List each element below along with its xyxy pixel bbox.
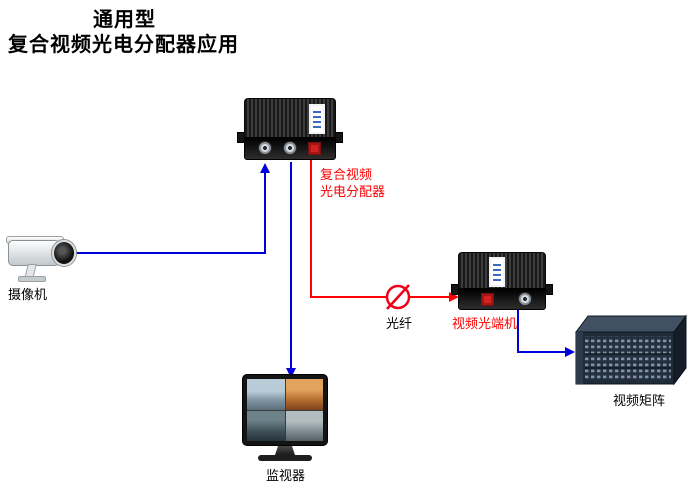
title-line-1: 通用型 bbox=[93, 9, 156, 31]
diagram-title: 通用型 复合视频光电分配器应用 bbox=[8, 8, 239, 58]
matrix-rack-ear bbox=[576, 332, 583, 384]
camera-lens bbox=[52, 240, 76, 266]
arrow-into-monitor bbox=[286, 368, 296, 378]
monitor-frame bbox=[242, 374, 328, 446]
fiber-label: 光纤 bbox=[386, 316, 413, 331]
splitter-heatsink bbox=[244, 98, 336, 142]
matrix-chassis bbox=[575, 314, 687, 386]
camera-feed-4 bbox=[285, 410, 323, 441]
terminal-heatsink bbox=[458, 252, 546, 293]
matrix-port-grid bbox=[585, 336, 671, 380]
camera-mount-base bbox=[18, 276, 46, 282]
splitter-label: 复合视频 光电分配器 bbox=[320, 166, 385, 200]
device-label-sticker bbox=[489, 257, 505, 287]
bnc-connector bbox=[258, 141, 272, 156]
camera-feed-1 bbox=[247, 379, 285, 410]
monitor-stand bbox=[275, 446, 295, 455]
cable-camera-to-splitter bbox=[58, 173, 266, 254]
camera-feed-3 bbox=[247, 410, 285, 441]
camera-feed-2 bbox=[285, 379, 323, 410]
device-label-sticker bbox=[309, 104, 325, 134]
splitter-front-panel bbox=[244, 136, 336, 160]
splitter-label-line1: 复合视频 bbox=[320, 167, 373, 182]
monitor-label: 监视器 bbox=[266, 468, 306, 483]
arrow-into-matrix bbox=[565, 347, 575, 357]
monitor-screen-quadview bbox=[247, 379, 323, 441]
fiber-symbol-slash-small bbox=[392, 293, 402, 304]
bnc-connector bbox=[283, 141, 297, 156]
matrix-top-face bbox=[575, 315, 687, 333]
title-line-2: 复合视频光电分配器应用 bbox=[8, 34, 239, 56]
fiber-port bbox=[308, 141, 321, 155]
splitter-label-line2: 光电分配器 bbox=[320, 184, 386, 199]
fiber-port bbox=[481, 292, 494, 306]
monitor-base bbox=[258, 455, 312, 461]
bnc-connector bbox=[518, 292, 532, 307]
terminal-label: 视频光端机 bbox=[452, 316, 518, 331]
terminal-front-panel bbox=[458, 288, 546, 310]
terminal-device bbox=[451, 252, 553, 310]
splitter-device bbox=[237, 98, 343, 160]
cable-terminal-to-matrix bbox=[517, 306, 566, 353]
camera-device bbox=[6, 232, 76, 282]
matrix-label: 视频矩阵 bbox=[613, 393, 666, 408]
matrix-device bbox=[572, 314, 688, 392]
arrow-into-splitter bbox=[260, 163, 270, 173]
monitor-device bbox=[240, 372, 330, 464]
camera-label: 摄像机 bbox=[8, 287, 48, 302]
